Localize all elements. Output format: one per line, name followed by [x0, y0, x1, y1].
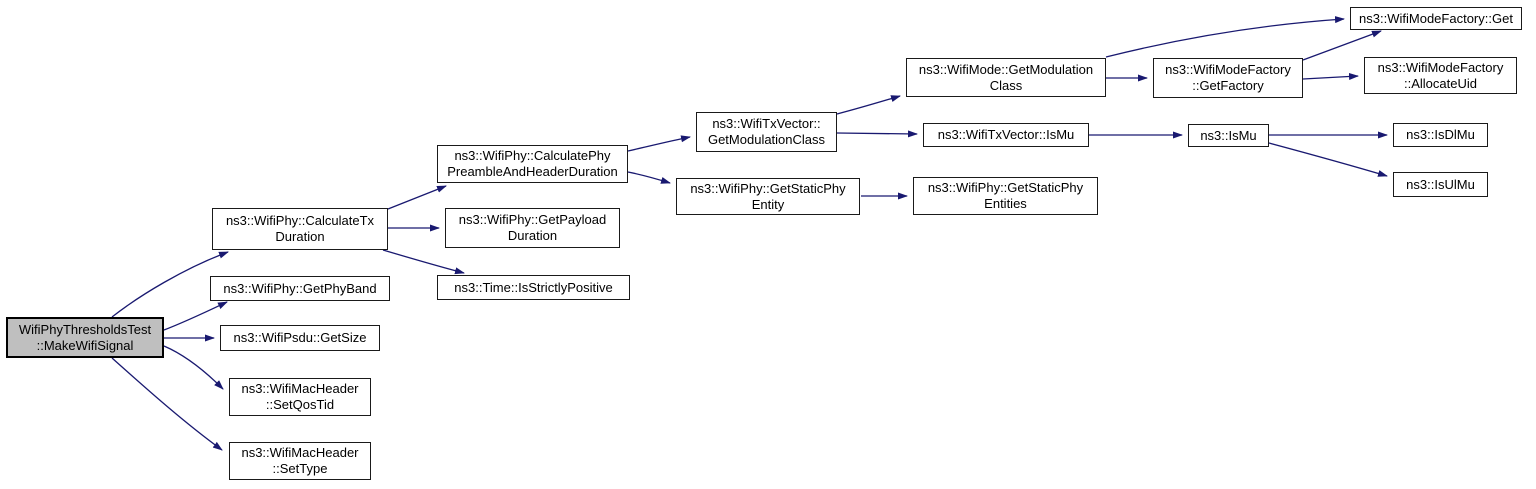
node-calculatephypreamble[interactable]: ns3::WifiPhy::CalculatePhy PreambleAndHe…: [437, 145, 628, 183]
node-getpayloadduration[interactable]: ns3::WifiPhy::GetPayload Duration: [445, 208, 620, 248]
node-wifimodefactory-allocateuid[interactable]: ns3::WifiModeFactory ::AllocateUid: [1364, 57, 1517, 94]
edge-makewifisignal-to-getphyband: [163, 301, 228, 331]
edge-calculatephypreamble-to-txvectorgetmodulationclass: [627, 135, 691, 152]
node-wifimodefactory-get[interactable]: ns3::WifiModeFactory::Get: [1350, 7, 1522, 30]
node-getstaticphyentity[interactable]: ns3::WifiPhy::GetStaticPhy Entity: [676, 178, 860, 215]
edge-calculatetxduration-to-calculatephypreamble: [387, 185, 447, 210]
edge-txvectorgetmodulationclass-to-wifimodegetmodulationclass: [836, 95, 901, 115]
node-getphyband[interactable]: ns3::WifiPhy::GetPhyBand: [210, 276, 390, 301]
edge-wifimodegetmodulationclass-to-wifimodefactoryget: [1105, 16, 1345, 58]
node-calculatetxduration[interactable]: ns3::WifiPhy::CalculateTx Duration: [212, 208, 388, 250]
node-txvector-getmodulationclass[interactable]: ns3::WifiTxVector:: GetModulationClass: [696, 112, 837, 152]
edge-txvectorgetmodulationclass-to-txvectorismu: [836, 130, 918, 138]
edge-calculatetxduration-to-isstrictlypositive: [382, 249, 465, 275]
node-ns3-isulmu[interactable]: ns3::IsUlMu: [1393, 172, 1488, 197]
node-ns3-ismu[interactable]: ns3::IsMu: [1188, 124, 1269, 147]
node-isstrictlypositive[interactable]: ns3::Time::IsStrictlyPositive: [437, 275, 630, 300]
node-wifimode-getmodulationclass[interactable]: ns3::WifiMode::GetModulation Class: [906, 58, 1106, 97]
node-txvector-ismu[interactable]: ns3::WifiTxVector::IsMu: [923, 123, 1089, 147]
node-wifimodefactory-getfactory[interactable]: ns3::WifiModeFactory ::GetFactory: [1153, 58, 1303, 98]
node-ns3-isdlmu[interactable]: ns3::IsDlMu: [1393, 123, 1488, 147]
edge-getfactory-to-allocateuid: [1302, 72, 1359, 80]
node-getstaticphyentities[interactable]: ns3::WifiPhy::GetStaticPhy Entities: [913, 177, 1098, 215]
edge-getfactory-to-wifimodefactoryget: [1302, 30, 1382, 61]
node-settype[interactable]: ns3::WifiMacHeader ::SetType: [229, 442, 371, 480]
node-makewifisignal: WifiPhyThresholdsTest ::MakeWifiSignal: [6, 317, 164, 358]
edge-calculatephypreamble-to-getstaticphyentity: [627, 171, 671, 184]
edge-ns3ismu-to-isulmu: [1268, 142, 1388, 177]
edge-makewifisignal-to-setqostid: [163, 345, 224, 390]
edge-makewifisignal-to-settype: [111, 357, 223, 451]
node-setqostid[interactable]: ns3::WifiMacHeader ::SetQosTid: [229, 378, 371, 416]
edge-makewifisignal-to-calculatetxduration: [111, 251, 229, 318]
node-wifipsdu-getsize[interactable]: ns3::WifiPsdu::GetSize: [220, 325, 380, 351]
